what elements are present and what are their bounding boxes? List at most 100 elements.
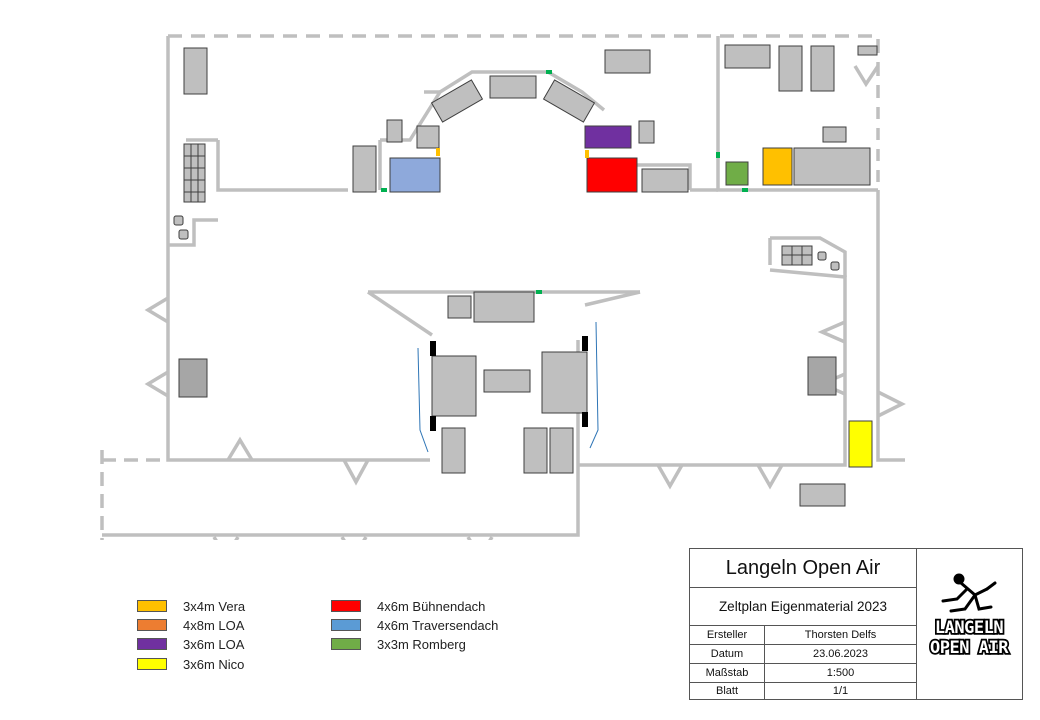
svg-text:OPEN AIR: OPEN AIR — [930, 638, 1009, 658]
wall-inner-west — [216, 140, 348, 192]
triangle-s3 — [212, 536, 240, 540]
object — [523, 427, 548, 474]
grid-lines-right — [782, 246, 812, 265]
legend-item-3x6m-loa: 3x6m LOA — [137, 636, 244, 652]
gate — [742, 188, 748, 192]
grid-lines — [184, 144, 812, 265]
legend-swatch — [137, 600, 167, 612]
object-small — [173, 215, 184, 226]
gate — [536, 290, 542, 294]
speaker — [582, 412, 588, 427]
speaker — [430, 341, 436, 356]
triangle-s6 — [656, 464, 684, 490]
gates — [381, 70, 748, 294]
object-dark — [178, 358, 208, 398]
object — [441, 427, 466, 474]
legend-label: 3x6m Nico — [183, 656, 245, 672]
object — [386, 119, 403, 143]
marker — [585, 150, 589, 158]
gate — [716, 152, 720, 158]
info-value: 23.06.2023 — [812, 648, 869, 660]
legend-swatch — [331, 619, 361, 631]
object-dark — [807, 356, 837, 396]
object — [483, 369, 531, 393]
object — [352, 145, 377, 193]
grid-lines-left — [184, 144, 205, 202]
title-block: Langeln Open Air Zeltplan Eigenmaterial … — [689, 548, 1023, 700]
triangle-ne — [853, 65, 880, 88]
wall-east — [876, 190, 905, 462]
legend-item-romberg: 3x3m Romberg — [331, 636, 466, 652]
wall-east-inner — [578, 268, 847, 467]
object — [489, 75, 537, 99]
object-small — [178, 229, 189, 240]
info-value: Thorsten Delfs — [804, 629, 877, 641]
triangle-s2 — [342, 459, 370, 486]
legend-label: 3x4m Vera — [183, 598, 246, 614]
object — [810, 45, 835, 92]
legend-label: 4x6m Bühnendach — [377, 598, 486, 614]
triangle-w1 — [144, 296, 169, 324]
info-row-sheet: Blatt 1/1 — [690, 683, 916, 699]
tent-traversendach — [389, 157, 441, 193]
jumping-figure-icon — [941, 573, 997, 613]
object — [793, 147, 871, 186]
wall-corner — [168, 218, 218, 247]
walls — [100, 34, 906, 540]
cables — [417, 321, 599, 453]
object — [416, 125, 440, 149]
title-block-info: Langeln Open Air Zeltplan Eigenmaterial … — [690, 549, 917, 699]
legend-swatch — [137, 638, 167, 650]
svg-text:LANGELN: LANGELN — [935, 618, 1003, 638]
langeln-logo: LANGELN OPEN AIR — [917, 549, 1022, 699]
legend-label: 3x6m LOA — [183, 636, 245, 652]
tent-vera — [762, 147, 793, 186]
info-row-date: Datum 23.06.2023 — [690, 645, 916, 664]
object — [857, 45, 878, 56]
legend-swatch — [331, 600, 361, 612]
marker — [436, 148, 440, 156]
cable-left — [417, 347, 429, 453]
object — [604, 49, 651, 74]
legend-item-buehnendach: 4x6m Bühnendach — [331, 598, 485, 614]
object-small — [830, 261, 840, 271]
object — [799, 483, 846, 507]
tent-romberg — [725, 161, 749, 186]
cable-right — [589, 321, 599, 449]
triangle-s7 — [756, 464, 784, 490]
gate — [381, 188, 387, 192]
info-key: Maßstab — [690, 664, 765, 682]
object — [822, 126, 847, 143]
info-key: Blatt — [690, 683, 765, 699]
legend-item-4x8m-loa: 4x8m LOA — [137, 617, 244, 633]
triangle-e3 — [877, 390, 906, 418]
legend-label: 4x8m LOA — [183, 617, 245, 633]
object — [447, 295, 472, 319]
floor-plan — [100, 34, 906, 540]
plan-title: Langeln Open Air — [690, 549, 916, 588]
legend-swatch — [331, 638, 361, 650]
tents — [389, 125, 873, 468]
info-key: Ersteller — [690, 626, 765, 644]
object-small — [817, 251, 827, 261]
object — [473, 291, 535, 323]
triangle-s1 — [226, 436, 254, 461]
object — [431, 355, 477, 417]
legend-item-nico: 3x6m Nico — [137, 656, 244, 672]
objects — [173, 44, 878, 507]
logo-graphic: LANGELN OPEN AIR — [928, 573, 1011, 660]
object — [549, 427, 574, 474]
legend-swatch — [137, 619, 167, 631]
info-row-author: Ersteller Thorsten Delfs — [690, 626, 916, 645]
info-value: 1/1 — [832, 685, 849, 697]
triangle-s5 — [466, 536, 494, 540]
legend-label: 4x6m Traversendach — [377, 617, 499, 633]
tent-buehnendach — [586, 157, 638, 193]
black-markers — [430, 336, 588, 431]
funnel-right — [584, 290, 641, 307]
speaker — [582, 336, 588, 351]
legend-item-traversendach: 4x6m Traversendach — [331, 617, 498, 633]
object — [542, 79, 596, 123]
info-key: Datum — [690, 645, 765, 663]
